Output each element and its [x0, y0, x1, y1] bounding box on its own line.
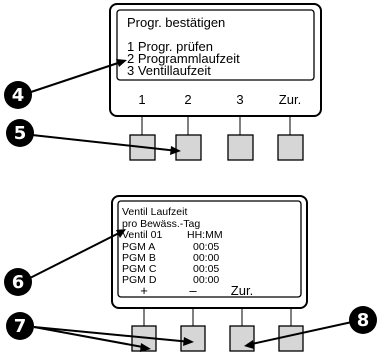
top-softkey-label-back: Zur. [279, 92, 301, 107]
bottom-button-row [131, 308, 304, 352]
callout-8-arrowhead [244, 340, 254, 349]
callout-5-badge [6, 119, 34, 147]
callout-7-badge [6, 312, 34, 340]
callout-5-number: 5 [14, 123, 27, 144]
callout-6-arrowhead [116, 229, 126, 238]
bottom-display-line-1: Ventil Laufzeit [122, 206, 187, 218]
program-b-time: 00:00 [193, 252, 219, 264]
valve-label: Ventil 01 [122, 229, 162, 241]
callout-badges: 4 5 6 7 8 [4, 81, 377, 340]
callout-8-arrow [246, 321, 353, 346]
top-menu-item-3: 3 Ventillaufzeit [127, 63, 211, 78]
callout-7-number: 7 [14, 316, 27, 337]
callout-4-badge [4, 81, 32, 109]
callout-7-arrow-b [33, 326, 192, 343]
callout-7-arrowhead-a [140, 343, 151, 352]
callout-4-arrowhead [116, 59, 127, 67]
program-a-name: PGM A [122, 241, 155, 253]
program-c-time: 00:05 [193, 263, 219, 275]
bottom-softkey-label-plus: + [140, 283, 148, 298]
callout-7-arrow-a [33, 326, 149, 349]
callout-6-arrow [29, 230, 124, 279]
bottom-softkey-label-minus: – [189, 283, 197, 298]
callout-5-arrowhead [170, 146, 181, 155]
program-d-name: PGM D [122, 274, 157, 286]
callout-arrows [27, 59, 353, 352]
top-button-2[interactable] [175, 134, 202, 161]
bottom-softkey-label-back: Zur. [231, 283, 253, 298]
program-d-time: 00:00 [193, 274, 219, 286]
callout-7-arrowhead-b [183, 337, 194, 346]
bottom-display-screen [117, 200, 302, 298]
callout-4-arrow [27, 60, 125, 94]
program-a-time: 00:05 [193, 241, 219, 253]
callout-8-badge [349, 306, 377, 334]
callout-6-number: 6 [12, 272, 25, 293]
bottom-button-4[interactable] [278, 325, 304, 352]
top-display-title: Progr. bestätigen [127, 15, 225, 30]
top-display-screen [116, 9, 315, 81]
program-b-name: PGM B [122, 252, 156, 264]
top-button-row [129, 116, 304, 161]
time-format-label: HH:MM [187, 229, 223, 241]
top-softkey-label-1: 1 [138, 92, 145, 107]
callout-8-number: 8 [357, 310, 370, 331]
bottom-display-line-2: pro Bewäss.-Tag [122, 218, 200, 230]
top-button-3[interactable] [227, 134, 254, 161]
callout-5-arrow [31, 134, 179, 152]
top-softkey-label-3: 3 [236, 92, 243, 107]
top-button-back[interactable] [277, 134, 304, 161]
top-menu-item-2: 2 Programmlaufzeit [127, 51, 240, 66]
bottom-display-panel: Ventil Laufzeit pro Bewäss.-Tag Ventil 0… [111, 195, 308, 309]
program-c-name: PGM C [122, 263, 157, 275]
top-softkey-label-2: 2 [184, 92, 191, 107]
top-menu-item-1: 1 Progr. prüfen [127, 39, 213, 54]
top-display-panel: Progr. bestätigen 1 Progr. prüfen 2 Prog… [109, 3, 322, 117]
callout-4-number: 4 [12, 85, 25, 106]
callout-6-badge [4, 268, 32, 296]
